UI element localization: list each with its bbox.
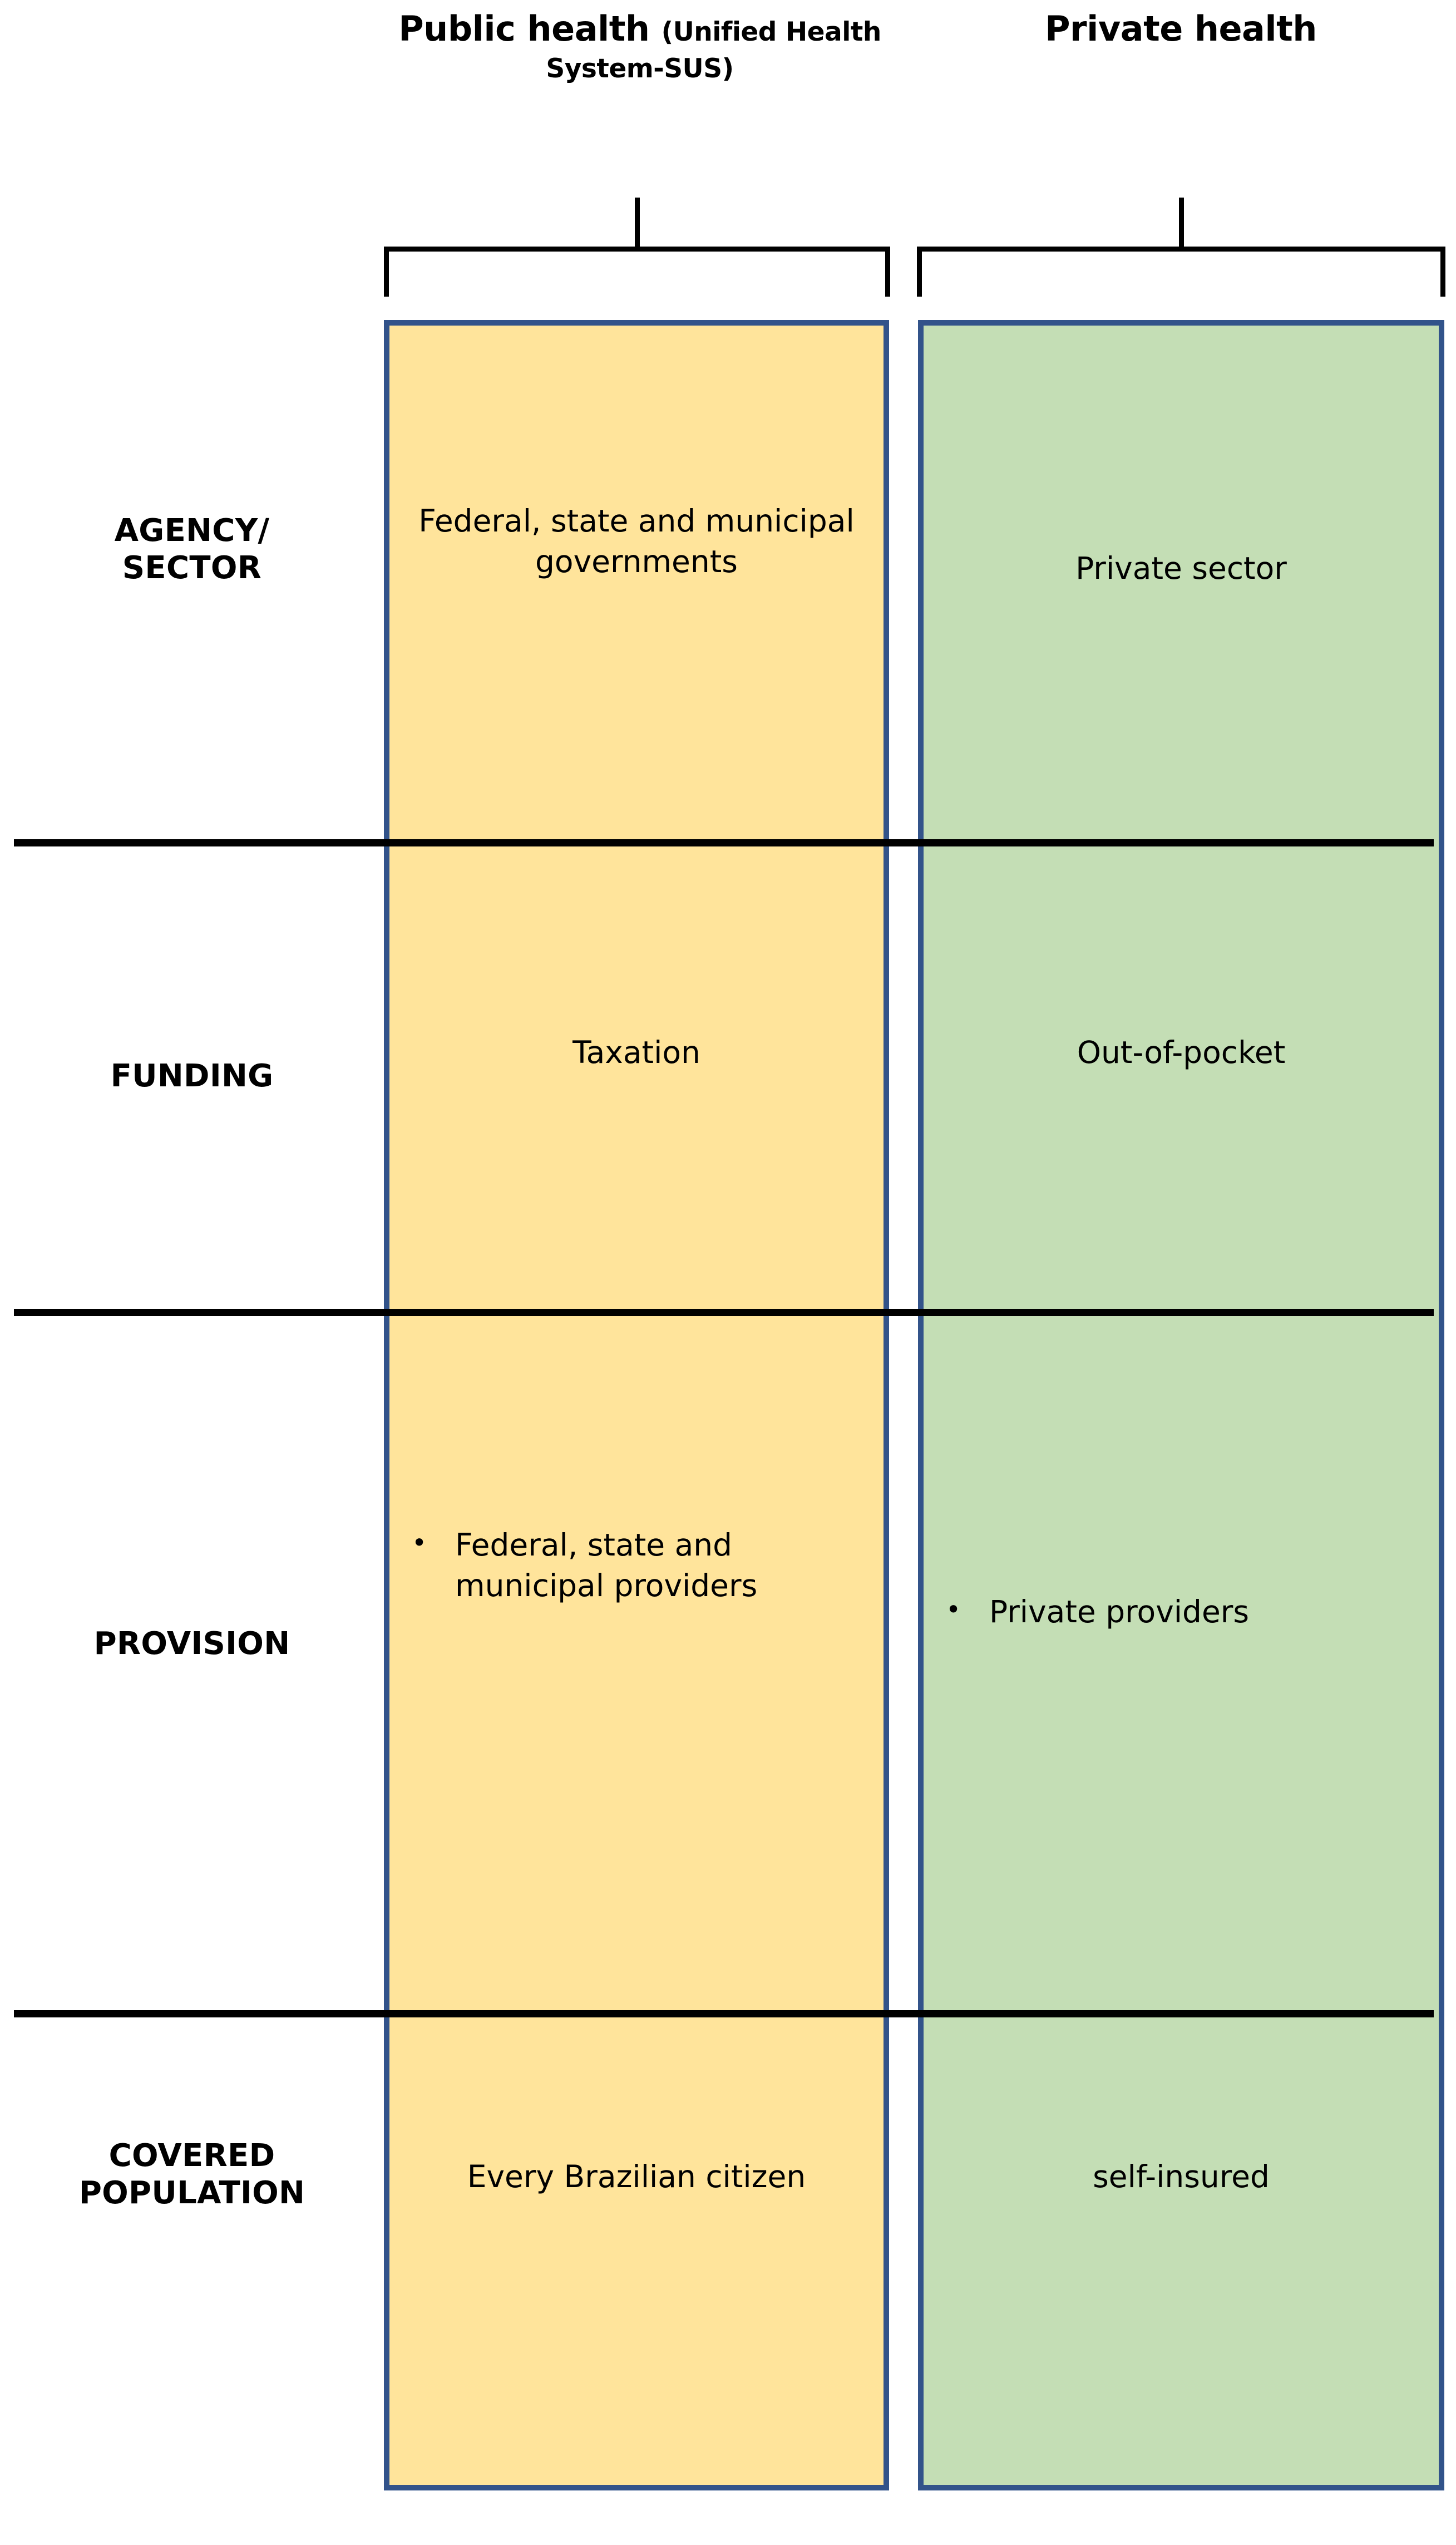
cell-agency-sector-public: Federal, state and municipal governments xyxy=(418,503,855,579)
row-label-provision: PROVISION xyxy=(11,1625,373,1662)
bracket-public-health xyxy=(384,198,890,297)
bracket-tick-left-public xyxy=(384,247,389,297)
row-label-provision-line1: PROVISION xyxy=(93,1626,290,1662)
cell-provision-public: • Federal, state and municipal providers xyxy=(412,1525,879,1606)
row-label-covered-population-line1: COVERED xyxy=(108,2138,275,2174)
row-divider-provision-covered xyxy=(14,2010,1434,2017)
column-public-health-panel xyxy=(384,320,889,2490)
cell-provision-private-text: Private providers xyxy=(989,1594,1250,1630)
bullet-icon: • xyxy=(412,1528,427,1558)
row-label-funding: FUNDING xyxy=(11,1057,373,1095)
cell-covered-population-private: self-insured xyxy=(1093,2159,1270,2194)
cell-covered-population-public: Every Brazilian citizen xyxy=(467,2159,806,2194)
column-header-public-health: Public health (Unified Health System-SUS… xyxy=(389,7,890,86)
bracket-stem-public xyxy=(635,198,640,247)
list-item: • Federal, state and municipal providers xyxy=(412,1525,879,1606)
bracket-stem-private xyxy=(1179,198,1184,247)
column-private-health-panel xyxy=(918,320,1444,2490)
column-header-private-health-main: Private health xyxy=(1045,8,1317,49)
cell-provision-public-text: Federal, state and municipal providers xyxy=(455,1527,758,1603)
list-item: • Private providers xyxy=(946,1592,1435,1632)
bracket-bar-public xyxy=(384,247,890,252)
cell-funding-public: Taxation xyxy=(572,1035,700,1070)
bracket-tick-right-public xyxy=(885,247,890,297)
row-label-agency-sector-line1: AGENCY/ xyxy=(114,513,270,549)
bracket-tick-left-private xyxy=(917,247,922,297)
bullet-icon: • xyxy=(946,1594,961,1625)
row-label-covered-population-line2: POPULATION xyxy=(78,2175,305,2212)
row-label-agency-sector-line2: SECTOR xyxy=(122,550,262,587)
cell-agency-sector-private: Private sector xyxy=(1075,550,1287,586)
row-divider-funding-provision xyxy=(14,1309,1434,1316)
column-header-public-health-sub: (Unified Health System-SUS) xyxy=(546,17,881,84)
bracket-tick-right-private xyxy=(1440,247,1445,297)
row-label-funding-line1: FUNDING xyxy=(110,1058,274,1094)
bracket-bar-private xyxy=(917,247,1445,252)
row-label-agency-sector: AGENCY/ SECTOR xyxy=(11,512,373,587)
row-label-covered-population: COVERED POPULATION xyxy=(11,2137,373,2212)
cell-funding-private: Out-of-pocket xyxy=(1077,1035,1286,1070)
bracket-private-health xyxy=(917,198,1445,297)
cell-provision-private: • Private providers xyxy=(946,1592,1435,1632)
column-header-private-health: Private health xyxy=(918,7,1444,52)
column-header-public-health-main: Public health xyxy=(398,8,662,49)
row-divider-agency-funding xyxy=(14,839,1434,846)
